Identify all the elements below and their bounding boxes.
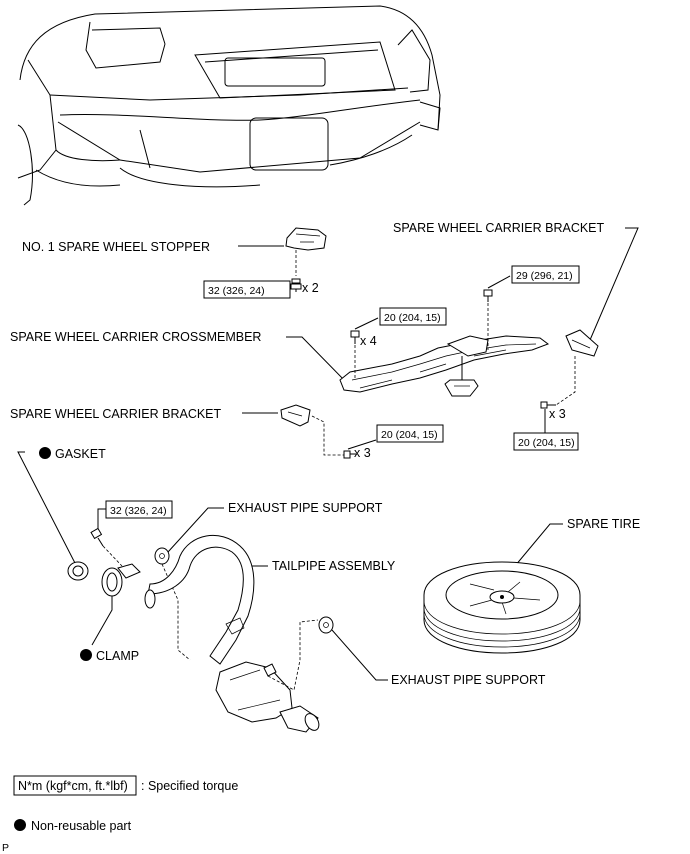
torque-stopper: 32 (326, 24) <box>208 285 265 297</box>
torque-box-crossmember-left <box>379 307 447 326</box>
torque-crossmember-left: 20 (204, 15) <box>384 312 441 324</box>
qty-crossmember-left: x 4 <box>360 334 377 348</box>
spare-wheel-carrier-crossmember: SPARE WHEEL CARRIER CROSSMEMBER 29 (296,… <box>10 265 580 397</box>
qty-stopper: x 2 <box>302 281 319 295</box>
legend: N*m (kgf*cm, ft.*lbf) : Specified torque… <box>2 775 238 854</box>
label-spare-tire: SPARE TIRE <box>567 517 640 531</box>
footer-mark: P <box>2 842 9 854</box>
qty-bracket-left: x 3 <box>354 446 371 460</box>
label-clamp: CLAMP <box>96 649 139 663</box>
spare-tire: SPARE TIRE <box>423 517 640 654</box>
crossmember-left-bolt-icon <box>350 330 360 344</box>
nonreusable-clamp-icon <box>80 649 92 661</box>
stopper-bolt-icon <box>290 278 302 292</box>
label-crossmember: SPARE WHEEL CARRIER CROSSMEMBER <box>10 330 261 344</box>
torque-box-bracket-right <box>513 432 579 451</box>
exhaust-pipe-support-bottom: EXHAUST PIPE SUPPORT <box>318 616 546 687</box>
legend-torque-box <box>13 775 137 796</box>
label-bracket-right: SPARE WHEEL CARRIER BRACKET <box>393 221 605 235</box>
qty-bracket-right: x 3 <box>549 407 566 421</box>
torque-bracket-left: 20 (204, 15) <box>381 429 438 441</box>
legend-torque-desc: : Specified torque <box>141 779 238 793</box>
label-exhaust-support-bottom: EXHAUST PIPE SUPPORT <box>391 673 546 687</box>
vehicle-rear-illustration <box>17 5 441 206</box>
clamp-bolt-icon <box>90 527 104 547</box>
exhaust-support-bottom-part <box>318 616 334 634</box>
clamp-group: 32 (326, 24) CLAMP <box>80 500 173 663</box>
bracket-left-bolt-icon <box>343 450 356 459</box>
torque-box-clamp <box>105 500 173 519</box>
label-gasket: GASKET <box>55 447 106 461</box>
exhaust-pipe-support-top: EXHAUST PIPE SUPPORT <box>154 501 383 661</box>
label-bracket-left: SPARE WHEEL CARRIER BRACKET <box>10 407 222 421</box>
torque-box-stopper <box>203 280 291 299</box>
bracket-right-bolt-icon <box>540 401 556 409</box>
nonreusable-legend-icon <box>14 819 26 831</box>
exhaust-support-top-part <box>154 547 170 565</box>
nonreusable-gasket-icon <box>39 447 51 459</box>
torque-bracket-right: 20 (204, 15) <box>518 437 575 449</box>
spare-wheel-carrier-bracket-left: SPARE WHEEL CARRIER BRACKET x 3 20 (204,… <box>10 404 444 460</box>
legend-nonreusable: Non-reusable part <box>31 819 132 833</box>
torque-clamp: 32 (326, 24) <box>110 505 167 517</box>
crossmember-center-bolt-icon <box>483 289 493 302</box>
tailpipe-assembly: TAILPIPE ASSEMBLY <box>144 534 396 733</box>
label-no1-stopper: NO. 1 SPARE WHEEL STOPPER <box>22 240 210 254</box>
gasket-group: GASKET <box>17 447 106 581</box>
legend-torque-key: N*m (kgf*cm, ft.*lbf) <box>18 779 128 793</box>
label-tailpipe: TAILPIPE ASSEMBLY <box>272 559 396 573</box>
label-exhaust-support-top: EXHAUST PIPE SUPPORT <box>228 501 383 515</box>
no1-spare-wheel-stopper: NO. 1 SPARE WHEEL STOPPER 32 (326, 24) x… <box>22 227 327 299</box>
torque-box-crossmember-center <box>511 265 580 284</box>
torque-crossmember-center: 29 (296, 21) <box>516 270 573 282</box>
spare-wheel-carrier-bracket-right: SPARE WHEEL CARRIER BRACKET x 3 20 (204,… <box>393 221 639 451</box>
torque-box-bracket-left <box>376 424 444 443</box>
